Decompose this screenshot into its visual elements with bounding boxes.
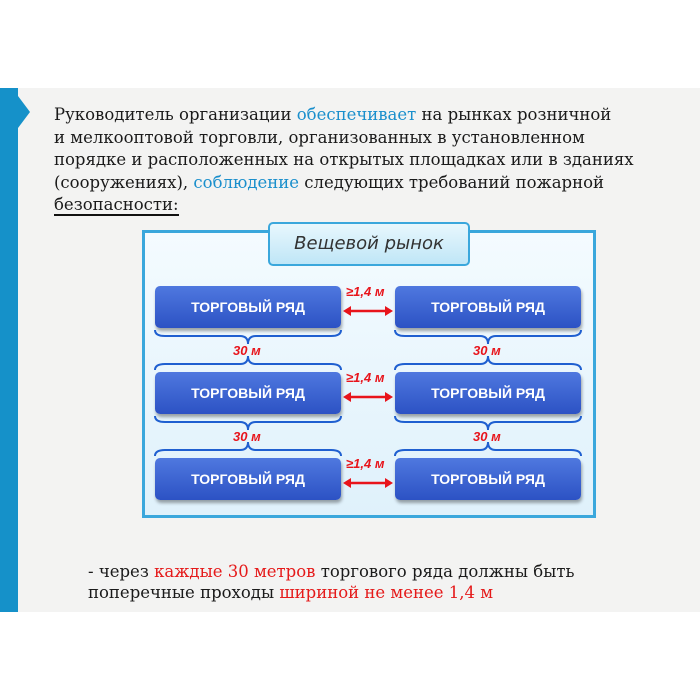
text: (сооружениях), — [54, 172, 194, 192]
gap-label: ≥1,4 м — [346, 284, 385, 299]
brace-bottom — [154, 329, 342, 345]
diagram-title: Вещевой рынок — [268, 222, 470, 266]
text: следующих требований пожарной — [299, 172, 605, 192]
gap-label: ≥1,4 м — [346, 456, 385, 471]
trade-row: ТОРГОВЫЙ РЯД — [395, 458, 581, 500]
text: поперечные проходы — [88, 583, 280, 602]
trade-row: ТОРГОВЫЙ РЯД — [155, 286, 341, 328]
text: торгового ряда должны быть — [315, 562, 575, 581]
brace-top — [154, 355, 342, 371]
brace-top — [154, 441, 342, 457]
text: безопасности: — [54, 195, 179, 216]
gap-label: ≥1,4 м — [346, 370, 385, 385]
requirement-text: - через каждые 30 метров торгового ряда … — [88, 561, 574, 603]
highlight: каждые 30 метров — [154, 562, 316, 581]
length-label: 30 м — [233, 343, 261, 358]
length-label: 30 м — [473, 343, 501, 358]
highlight: обеспечивает — [296, 105, 417, 124]
sidebar-accent-bar — [0, 88, 18, 612]
length-label: 30 м — [473, 429, 501, 444]
trade-row: ТОРГОВЫЙ РЯД — [395, 286, 581, 328]
brace-bottom — [154, 415, 342, 431]
brace-bottom — [394, 415, 582, 431]
intro-text: Руководитель организации обеспечивает на… — [54, 104, 654, 217]
highlight: соблюдение — [193, 172, 300, 192]
trade-row: ТОРГОВЫЙ РЯД — [155, 372, 341, 414]
brace-top — [394, 355, 582, 371]
text: на рынках розничной — [416, 105, 612, 124]
length-label: 30 м — [233, 429, 261, 444]
text: - через — [88, 562, 155, 581]
trade-row: ТОРГОВЫЙ РЯД — [155, 458, 341, 500]
text: Руководитель организации — [54, 105, 297, 124]
arrow-notch-icon — [18, 96, 30, 128]
brace-bottom — [394, 329, 582, 345]
text: порядке и расположенных на открытых площ… — [54, 150, 634, 169]
text: и мелкооптовой торговли, организованных … — [54, 127, 585, 147]
highlight: шириной не менее 1,4 м — [279, 583, 494, 602]
brace-top — [394, 441, 582, 457]
trade-row: ТОРГОВЫЙ РЯД — [395, 372, 581, 414]
